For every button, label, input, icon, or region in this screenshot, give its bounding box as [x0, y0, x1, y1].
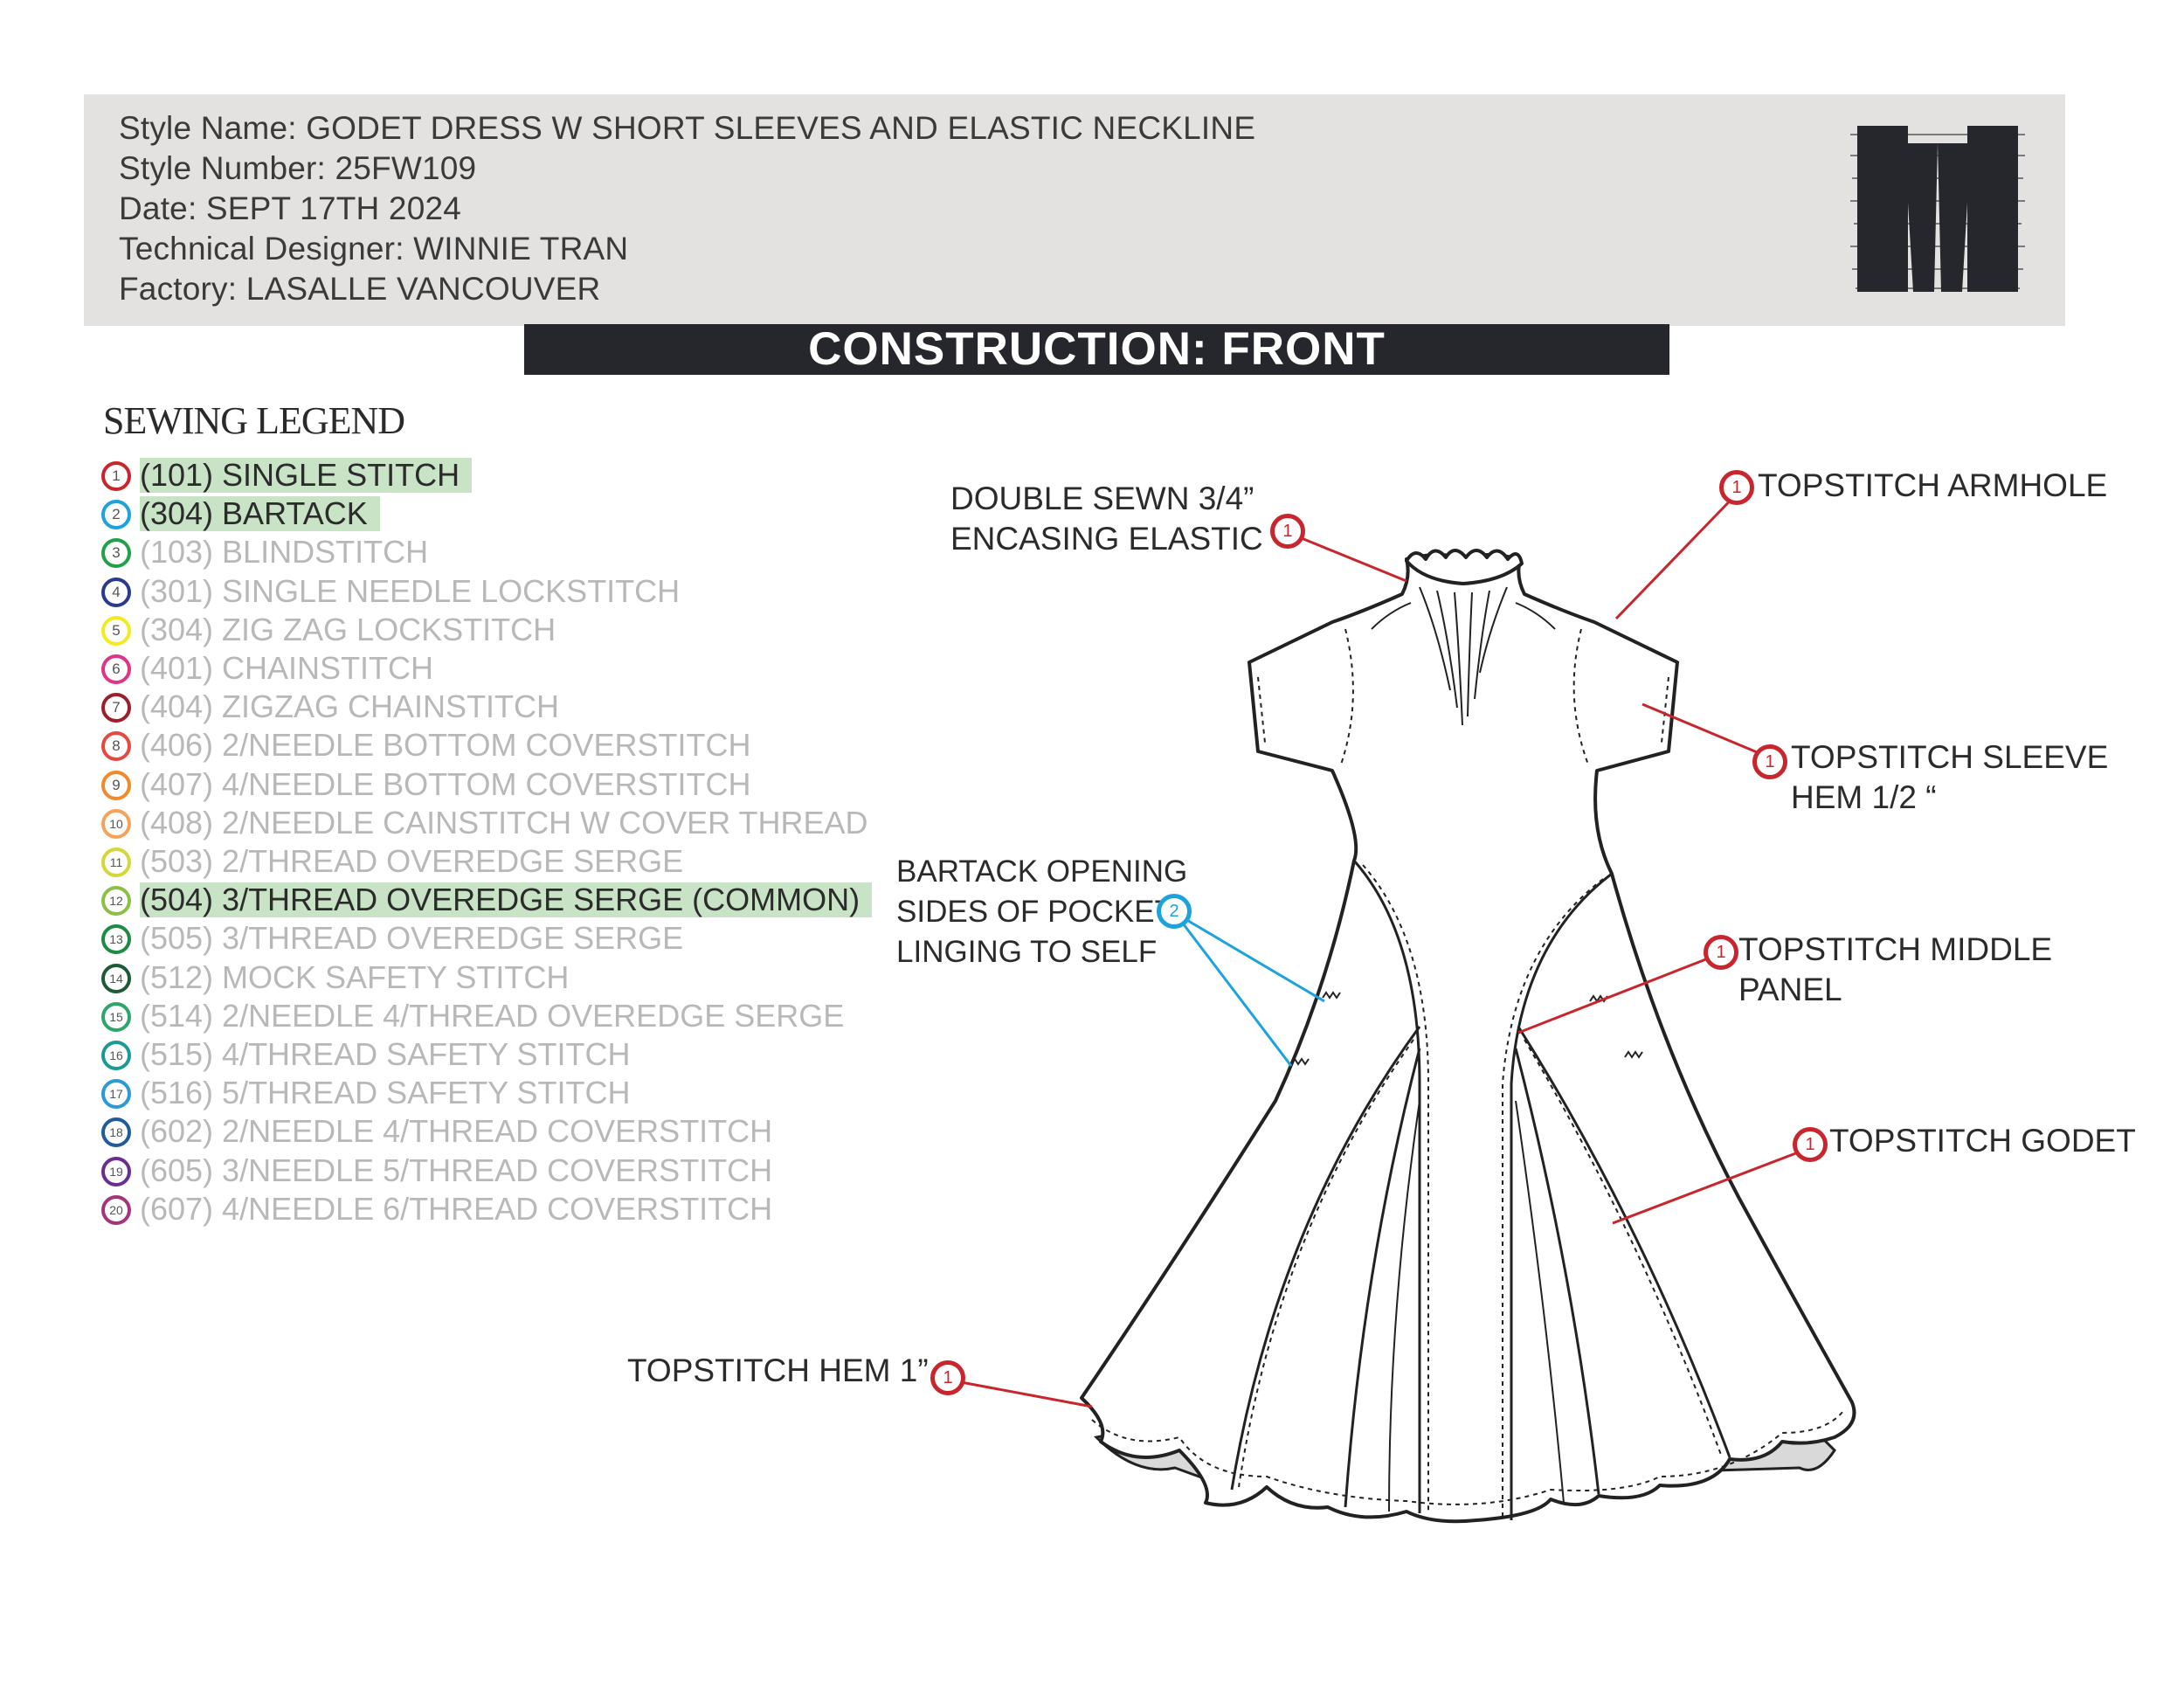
callout-godet: TOPSTITCH GODET	[1829, 1121, 2136, 1161]
callout-middle-panel-num: 1	[1716, 943, 1726, 962]
legend-label: (408) 2/NEEDLE CAINSTITCH W COVER THREAD	[140, 804, 868, 841]
callout-armhole-badge: 1	[1719, 470, 1754, 505]
callout-elastic-line1: DOUBLE SEWN 3/4”	[950, 481, 1254, 516]
callout-bartack: BARTACK OPENING SIDES OF POCKET LINGING …	[896, 852, 1187, 972]
callout-sleeve-line2: HEM 1/2 “	[1791, 779, 1937, 815]
callout-godet-badge: 1	[1793, 1127, 1828, 1162]
legend-label: (602) 2/NEEDLE 4/THREAD COVERSTITCH	[140, 1113, 773, 1150]
legend-number-badge: 14	[101, 963, 131, 993]
legend-number-badge: 11	[101, 847, 131, 877]
legend-label: (304) BARTACK	[140, 496, 380, 532]
callout-middle-panel-line2: PANEL	[1738, 972, 1842, 1007]
callout-elastic-line2: ENCASING ELASTIC	[950, 521, 1263, 557]
legend-heading: SEWING LEGEND	[103, 399, 405, 442]
legend-number-badge: 10	[101, 808, 131, 839]
callout-elastic-num: 1	[1282, 522, 1293, 541]
legend-label: (404) ZIGZAG CHAINSTITCH	[140, 688, 560, 725]
callout-godet-num: 1	[1805, 1135, 1815, 1154]
legend-label: (505) 3/THREAD OVEREDGE SERGE	[140, 920, 684, 957]
callout-bartack-line3: LINGING TO SELF	[896, 935, 1158, 969]
legend-number-badge: 2	[101, 500, 131, 530]
legend-number-badge: 3	[101, 538, 131, 569]
callout-middle-panel: TOPSTITCH MIDDLE PANEL	[1738, 930, 2052, 1010]
section-title: CONSTRUCTION: FRONT	[808, 323, 1386, 375]
callout-elastic-badge: 1	[1270, 514, 1305, 549]
legend-number-badge: 9	[101, 770, 131, 800]
legend-label: (515) 4/THREAD SAFETY STITCH	[140, 1036, 631, 1072]
callout-sleeve-line1: TOPSTITCH SLEEVE	[1791, 739, 2109, 775]
legend-number-badge: 8	[101, 731, 131, 762]
legend-number-badge: 19	[101, 1156, 131, 1186]
legend-label: (103) BLINDSTITCH	[140, 534, 429, 571]
dress-body	[1080, 553, 1856, 1524]
legend-label: (407) 4/NEEDLE BOTTOM COVERSTITCH	[140, 765, 751, 802]
callout-hem-num: 1	[943, 1368, 953, 1387]
legend-label: (101) SINGLE STITCH	[140, 458, 473, 493]
callout-elastic: DOUBLE SEWN 3/4” ENCASING ELASTIC	[950, 479, 1263, 559]
callout-armhole-line1: TOPSTITCH ARMHOLE	[1758, 467, 2108, 503]
legend-label: (605) 3/NEEDLE 5/THREAD COVERSTITCH	[140, 1152, 773, 1188]
legend-number-badge: 18	[101, 1117, 131, 1148]
callout-bartack-num: 2	[1169, 902, 1179, 921]
legend-number-badge: 13	[101, 924, 131, 955]
legend-number-badge: 16	[101, 1041, 131, 1070]
legend-label: (301) SINGLE NEEDLE LOCKSTITCH	[140, 572, 681, 609]
callout-hem-line1: TOPSTITCH HEM 1”	[627, 1352, 929, 1388]
section-title-bar: CONSTRUCTION: FRONT	[524, 324, 1669, 375]
callout-hem-badge: 1	[930, 1360, 965, 1395]
callout-armhole: TOPSTITCH ARMHOLE	[1758, 466, 2107, 506]
legend-number-badge: 7	[101, 693, 131, 723]
legend-label: (304) ZIG ZAG LOCKSTITCH	[140, 611, 556, 647]
callout-middle-panel-badge: 1	[1704, 935, 1738, 970]
callout-sleeve-num: 1	[1765, 752, 1775, 771]
right-panel-seam	[1510, 872, 1613, 1520]
legend-label: (516) 5/THREAD SAFETY STITCH	[140, 1075, 631, 1111]
style-number: Style Number: 25FW109	[119, 150, 477, 186]
legend-number-badge: 17	[101, 1079, 131, 1110]
legend-number-badge: 4	[101, 577, 131, 607]
callout-hem: TOPSTITCH HEM 1”	[627, 1351, 929, 1391]
date: Date: SEPT 17TH 2024	[119, 190, 462, 226]
legend-number-badge: 20	[101, 1194, 131, 1225]
legend-label: (514) 2/NEEDLE 4/THREAD OVEREDGE SERGE	[140, 997, 845, 1034]
legend-number-badge: 15	[101, 1001, 131, 1032]
spec-header: Style Name: GODET DRESS W SHORT SLEEVES …	[84, 94, 2065, 326]
legend-label: (512) MOCK SAFETY STITCH	[140, 958, 570, 995]
callout-sleeve: TOPSTITCH SLEEVE HEM 1/2 “	[1791, 737, 2108, 818]
callout-bartack-line1: BARTACK OPENING	[896, 854, 1188, 889]
callout-bartack-badge: 2	[1157, 894, 1192, 929]
callout-bartack-line2: SIDES OF POCKET	[896, 895, 1173, 929]
callout-middle-panel-line1: TOPSTITCH MIDDLE	[1738, 931, 2053, 967]
left-godet-seam	[1230, 1026, 1421, 1491]
style-name: Style Name: GODET DRESS W SHORT SLEEVES …	[119, 110, 1256, 146]
legend-label: (607) 4/NEEDLE 6/THREAD COVERSTITCH	[140, 1190, 773, 1227]
left-panel-seam	[1352, 860, 1421, 1513]
legend-label: (503) 2/THREAD OVEREDGE SERGE	[140, 843, 684, 879]
legend-number-badge: 1	[101, 461, 131, 491]
legend-number-badge: 12	[101, 886, 131, 917]
callout-godet-line1: TOPSTITCH GODET	[1829, 1123, 2136, 1159]
ruffle-collar	[1405, 549, 1524, 585]
right-godet-seam	[1517, 1026, 1731, 1458]
technical-designer: Technical Designer: WINNIE TRAN	[119, 231, 629, 266]
legend-label: (406) 2/NEEDLE BOTTOM COVERSTITCH	[140, 727, 751, 764]
legend-label: (401) CHAINSTITCH	[140, 650, 434, 686]
callout-armhole-num: 1	[1731, 478, 1742, 497]
factory: Factory: LASALLE VANCOUVER	[119, 271, 601, 307]
brand-logo	[1850, 126, 2025, 292]
callout-sleeve-badge: 1	[1752, 744, 1787, 779]
legend-number-badge: 5	[101, 615, 131, 646]
legend-label: (504) 3/THREAD OVEREDGE SERGE (COMMON)	[140, 882, 873, 918]
legend-number-badge: 6	[101, 654, 131, 684]
